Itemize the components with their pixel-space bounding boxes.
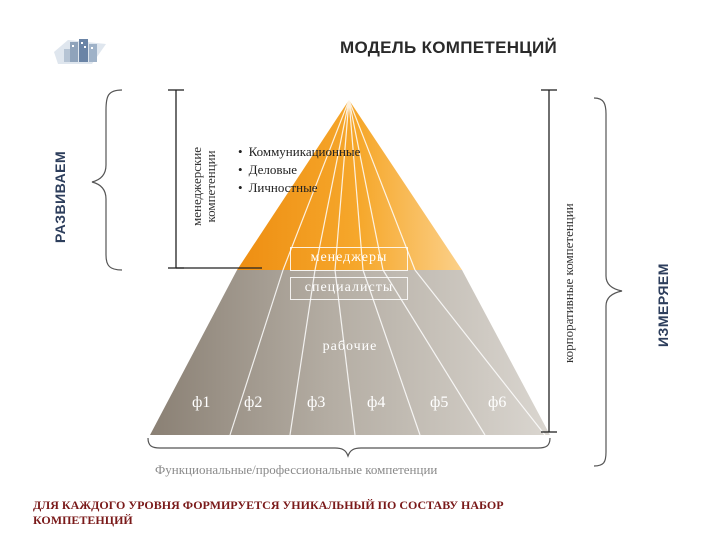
functional-competencies-caption: Функциональные/профессиональные компетен…: [155, 462, 438, 477]
function-label-6: ф6: [488, 394, 507, 411]
measure-label: ИЗМЕРЯЕМ: [655, 263, 671, 347]
pyramid-base: [150, 270, 550, 435]
function-label-1: ф1: [192, 394, 211, 411]
bottom-brace: [147, 437, 551, 458]
function-label-5: ф5: [430, 394, 449, 411]
list-item: Личностные: [238, 179, 360, 197]
level-specialists: специалисты: [290, 277, 408, 300]
list-item: Деловые: [238, 161, 360, 179]
develop-label: РАЗВИВАЕМ: [52, 150, 68, 243]
footer-note: ДЛЯ КАЖДОГО УРОВНЯ ФОРМИРУЕТСЯ УНИКАЛЬНЫ…: [33, 498, 504, 527]
managerial-competencies-label: менеджерские компетенции: [189, 146, 218, 226]
level-managers: менеджеры: [290, 247, 408, 271]
page-title: МОДЕЛЬ КОМПЕТЕНЦИЙ: [340, 38, 558, 57]
buildings-logo-icon: [54, 39, 106, 64]
corporate-competencies-label: корпоративные компетенции: [561, 203, 576, 363]
function-label-2: ф2: [244, 394, 263, 411]
managerial-arrow: [168, 89, 262, 269]
function-label-4: ф4: [367, 394, 386, 411]
managerial-label-line2: компетенции: [203, 150, 218, 223]
list-item: Коммуникационные: [238, 143, 361, 161]
right-brace: [593, 97, 623, 467]
managerial-competency-list: Коммуникационные Деловые Личностные: [238, 143, 361, 197]
left-brace: [91, 89, 123, 271]
function-label-3: ф3: [307, 394, 326, 411]
managerial-label-line1: менеджерские: [189, 146, 204, 226]
level-workers: рабочие: [322, 339, 378, 354]
corporate-arrow: [541, 89, 557, 433]
